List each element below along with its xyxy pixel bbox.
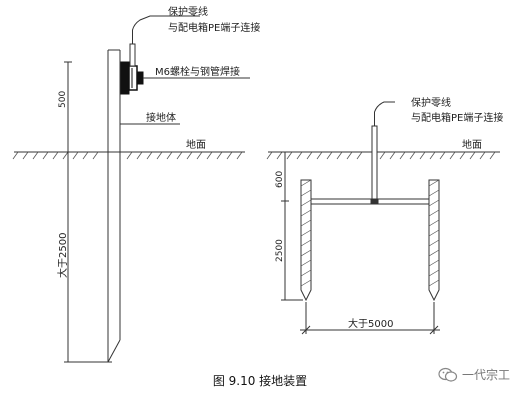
left-dim-lower-label: 大于2500 (56, 233, 69, 278)
right-electrode-right (428, 179, 440, 302)
right-dim-top-label: 600 (275, 171, 285, 188)
right-ground-line (266, 151, 500, 160)
right-electrode-left (300, 179, 312, 302)
left-bolt-assembly (120, 61, 144, 95)
watermark: 一代宗工 (438, 366, 510, 383)
left-wire-label-2: 与配电箱PE端子连接 (168, 21, 260, 34)
right-dim-depth-label: 2500 (275, 239, 285, 262)
left-ground-label: 地面 (186, 138, 206, 151)
left-diagram (12, 15, 250, 363)
left-protective-wire (129, 15, 200, 67)
right-wire-label-2: 与配电箱PE端子连接 (411, 111, 503, 124)
left-ground-line (12, 151, 245, 160)
watermark-text: 一代宗工 (461, 368, 510, 382)
left-electrode-label: 接地体 (146, 111, 176, 124)
left-dim-upper-label: 500 (58, 91, 68, 108)
left-steel-pipe (107, 49, 121, 363)
right-riser (370, 101, 395, 205)
right-ground-label: 地面 (462, 138, 482, 151)
right-dimension-horizontal (300, 302, 440, 335)
right-dimension-vertical (281, 151, 303, 301)
right-diagram (266, 101, 500, 335)
right-wire-label-1: 保护零线 (411, 96, 451, 109)
right-connecting-bar (311, 198, 429, 205)
wechat-icon (438, 367, 458, 382)
figure-caption: 图 9.10 接地装置 (212, 374, 308, 388)
right-dim-width-label: 大于5000 (348, 317, 393, 330)
left-bolt-label: M6螺栓与钢管焊接 (155, 65, 240, 78)
left-dimension-line (64, 61, 112, 363)
left-wire-label-1: 保护零线 (168, 5, 208, 18)
